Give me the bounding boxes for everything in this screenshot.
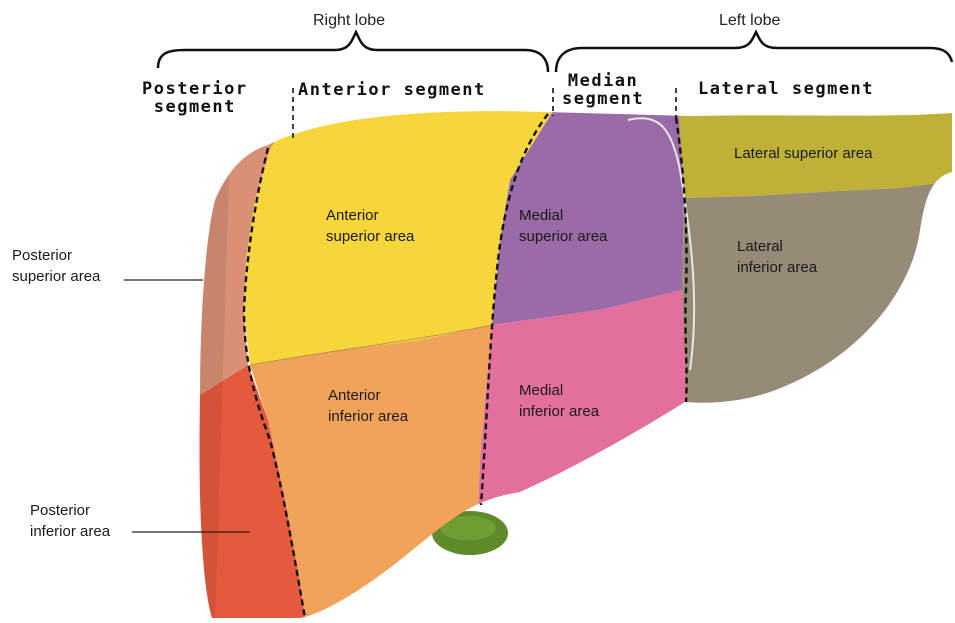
label-posterior-segment: Posterior segment xyxy=(142,80,248,116)
label-left-lobe: Left lobe xyxy=(719,12,780,30)
label-medial-inferior-area: Medial inferior area xyxy=(519,380,599,422)
brace-right-lobe xyxy=(158,32,548,72)
label-medial-superior-area: Medial superior area xyxy=(519,205,607,247)
label-median-segment: Median segment xyxy=(562,72,644,108)
label-anterior-segment: Anterior segment xyxy=(298,81,486,99)
label-anterior-inferior-area: Anterior inferior area xyxy=(328,385,408,427)
label-posterior-superior-area: Posterior superior area xyxy=(12,245,100,287)
label-right-lobe: Right lobe xyxy=(313,12,385,30)
label-lateral-segment: Lateral segment xyxy=(698,80,874,98)
label-posterior-inferior-area: Posterior inferior area xyxy=(30,500,110,542)
region-lateral-inferior xyxy=(682,180,955,420)
label-lateral-superior-area: Lateral superior area xyxy=(734,143,872,164)
label-lateral-inferior-area: Lateral inferior area xyxy=(737,236,817,278)
label-anterior-superior-area: Anterior superior area xyxy=(326,205,414,247)
brace-left-lobe xyxy=(556,32,952,72)
